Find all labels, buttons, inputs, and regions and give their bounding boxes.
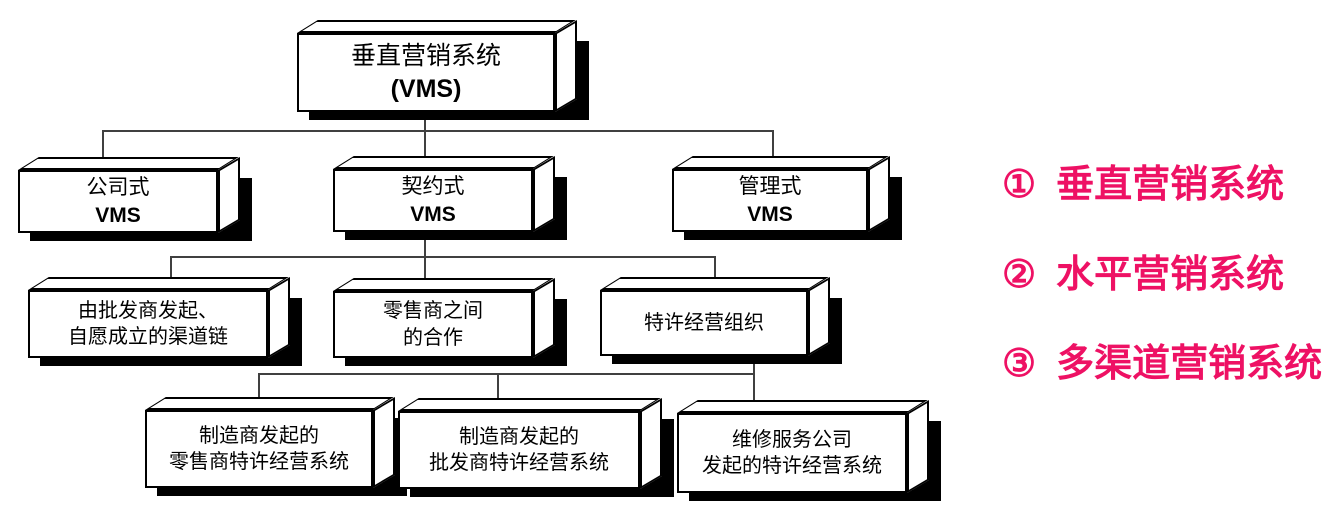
box-top-face xyxy=(333,278,554,291)
box-side-face xyxy=(218,157,240,233)
connector-drop-franchise-org xyxy=(714,256,716,281)
node-wholesaler-voluntary-chain: 由批发商发起、 自愿成立的渠道链 xyxy=(28,277,302,366)
node-label-line2: 批发商特许经营系统 xyxy=(429,452,609,474)
box-label: 契约式 VMS xyxy=(333,169,533,232)
box-label: 管理式 VMS xyxy=(672,169,868,232)
connector-level3-hline xyxy=(170,256,716,258)
node-label-line1: 公司式 xyxy=(86,174,150,199)
connector-root-feed xyxy=(424,114,426,158)
connector-level4-hline xyxy=(258,373,755,375)
node-corporate-vms: 公司式 VMS xyxy=(18,157,252,241)
box-label: 制造商发起的 零售商特许经营系统 xyxy=(145,410,373,488)
box-side-face xyxy=(868,156,890,232)
box-label: 制造商发起的 批发商特许经营系统 xyxy=(398,411,640,489)
node-retailer-cooperative: 零售商之间 的合作 xyxy=(333,278,567,366)
node-label-line2: (VMS) xyxy=(390,74,462,103)
box-label: 维修服务公司 发起的特许经营系统 xyxy=(677,413,907,493)
legend-number-1: ① xyxy=(1002,164,1037,206)
box-top-face xyxy=(677,400,928,413)
node-label-line2: VMS xyxy=(747,202,793,226)
box-label: 公司式 VMS xyxy=(18,170,218,233)
box-side-face xyxy=(533,278,555,358)
node-label-line1: 契约式 xyxy=(401,173,465,198)
node-administered-vms: 管理式 VMS xyxy=(672,156,902,240)
legend-label-1: 垂直营销系统 xyxy=(1056,164,1285,206)
box-side-face xyxy=(640,398,662,489)
box-label: 垂直营销系统 (VMS) xyxy=(297,33,555,112)
node-label-line1: 特许经营组织 xyxy=(644,311,764,334)
box-side-face xyxy=(808,277,830,356)
box-side-face xyxy=(533,156,555,232)
box-side-face xyxy=(907,400,929,493)
node-service-firm-sponsored-franchise: 维修服务公司 发起的特许经营系统 xyxy=(677,400,941,501)
node-label-line1: 制造商发起的 xyxy=(459,425,579,448)
box-label: 零售商之间 的合作 xyxy=(333,291,533,358)
box-side-face xyxy=(373,397,395,488)
box-top-face xyxy=(145,397,394,410)
box-top-face xyxy=(672,156,889,169)
box-label: 特许经营组织 xyxy=(600,290,808,356)
node-vms-root: 垂直营销系统 (VMS) xyxy=(297,20,589,120)
legend-number-3: ③ xyxy=(1002,343,1037,385)
node-label-line2: 的合作 xyxy=(403,326,463,349)
node-label-line2: VMS xyxy=(410,202,456,226)
node-label-line1: 维修服务公司 xyxy=(732,428,852,451)
node-franchise-organization: 特许经营组织 xyxy=(600,277,842,364)
connector-drop-wholesaler-franchise xyxy=(497,373,499,401)
legend-item-vertical-marketing: ① 垂直营销系统 xyxy=(1002,164,1285,207)
box-top-face xyxy=(600,277,829,290)
connector-drop-retailer-franchise xyxy=(258,373,260,400)
box-label: 由批发商发起、 自愿成立的渠道链 xyxy=(28,290,268,358)
connector-drop-corporate xyxy=(102,130,104,158)
node-contractual-vms: 契约式 VMS xyxy=(333,156,567,240)
node-label-line1: 管理式 xyxy=(738,173,802,198)
box-top-face xyxy=(18,157,239,170)
connector-drop-administered xyxy=(772,130,774,158)
connector-level2-hline xyxy=(102,130,774,132)
legend-label-3: 多渠道营销系统 xyxy=(1056,343,1323,385)
legend-number-2: ② xyxy=(1002,254,1037,296)
box-side-face xyxy=(555,20,577,113)
node-label-line2: 自愿成立的渠道链 xyxy=(68,326,228,348)
box-top-face xyxy=(28,277,289,290)
node-label-line1: 制造商发起的 xyxy=(199,424,319,447)
node-mfr-sponsored-retailer-franchise: 制造商发起的 零售商特许经营系统 xyxy=(145,397,407,496)
node-label-line1: 零售商之间 xyxy=(383,300,483,323)
box-top-face xyxy=(333,156,554,169)
node-label-line2: VMS xyxy=(95,203,141,227)
node-mfr-sponsored-wholesaler-franchise: 制造商发起的 批发商特许经营系统 xyxy=(398,398,674,497)
node-label-line2: 发起的特许经营系统 xyxy=(702,455,882,477)
legend-item-multichannel-marketing: ③ 多渠道营销系统 xyxy=(1002,343,1323,386)
box-top-face xyxy=(297,20,576,33)
node-label-line1: 由批发商发起、 xyxy=(78,299,218,322)
node-label-line2: 零售商特许经营系统 xyxy=(169,451,349,473)
connector-drop-wholesaler-chain xyxy=(170,256,172,281)
legend-label-2: 水平营销系统 xyxy=(1056,254,1285,296)
connector-franchise-feed xyxy=(753,358,755,403)
box-top-face xyxy=(398,398,661,411)
node-label-line1: 垂直营销系统 xyxy=(350,42,501,70)
legend-item-horizontal-marketing: ② 水平营销系统 xyxy=(1002,254,1285,297)
box-side-face xyxy=(268,277,290,358)
